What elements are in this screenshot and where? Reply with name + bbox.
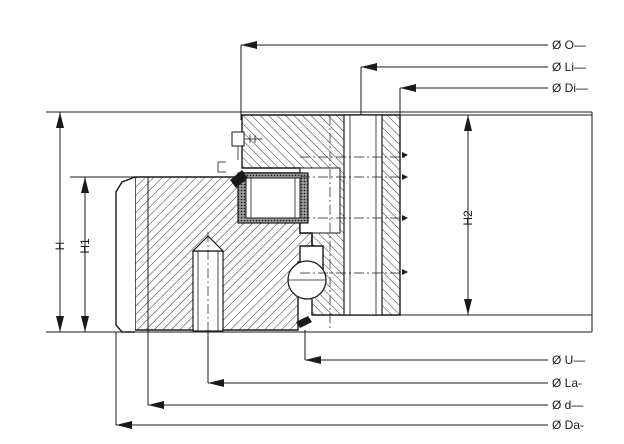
dim-line-H2 [464, 115, 472, 315]
dimension-extension-lines [115, 45, 401, 425]
center-lines [207, 115, 408, 345]
cylindrical-roller [237, 172, 309, 224]
label-d: Ø d— [552, 398, 583, 412]
left-flange [115, 176, 136, 333]
label-Di: Ø Di— [552, 81, 588, 95]
dim-line-H1 [81, 177, 89, 332]
label-H2: H2 [461, 210, 475, 226]
dim-line-Li [361, 63, 548, 71]
tooth-markers [402, 152, 408, 275]
ball [287, 260, 327, 300]
reference-planes [46, 111, 593, 333]
label-O: Ø O— [552, 38, 586, 52]
dim-line-H [56, 112, 64, 332]
dim-line-U [305, 356, 548, 364]
label-Li: Ø Li— [552, 60, 586, 74]
dim-line-La [208, 379, 548, 387]
label-H: H [53, 242, 67, 251]
dim-line-d [148, 401, 548, 409]
label-H1: H1 [78, 238, 92, 254]
label-La: Ø La- [552, 376, 582, 390]
dim-line-Di [400, 84, 548, 92]
dim-line-Da [116, 421, 548, 429]
dim-line-O [241, 41, 548, 49]
seal-and-grease-nipple [217, 131, 312, 328]
label-U: Ø U— [552, 353, 585, 367]
label-Da: Ø Da- [552, 418, 584, 432]
